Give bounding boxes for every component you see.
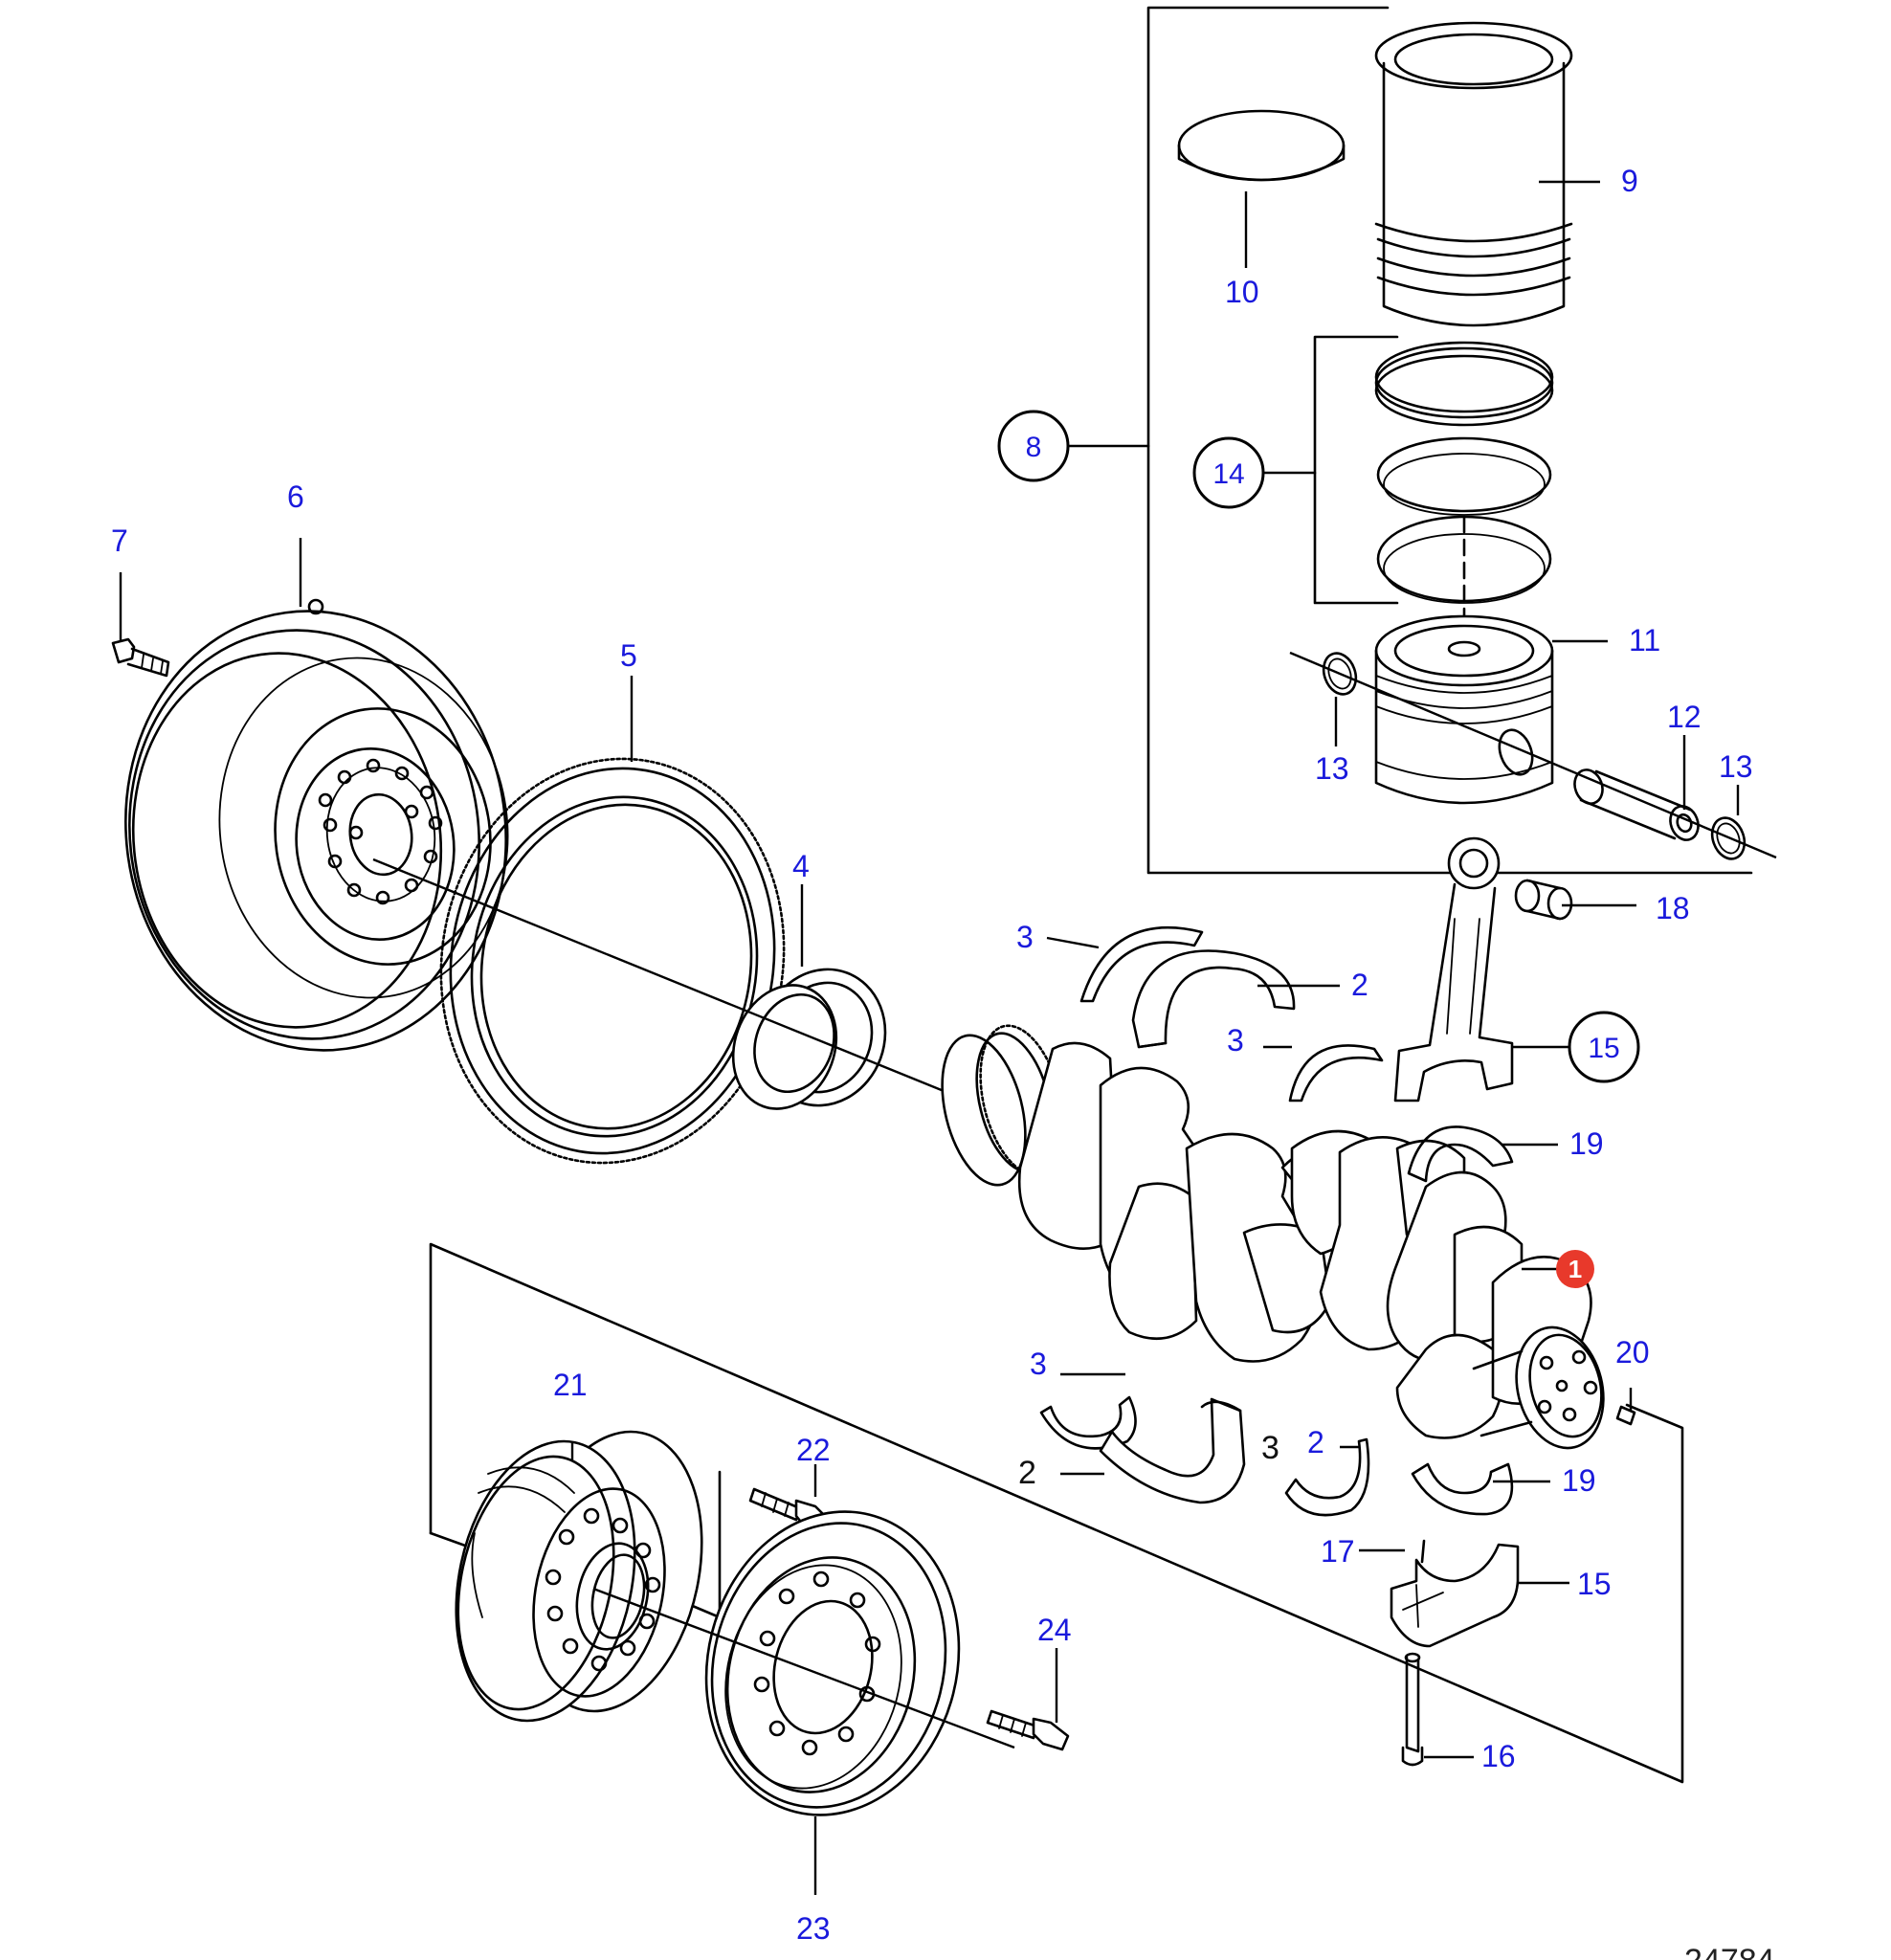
label-22[interactable]: 22 [796,1433,831,1467]
crankshaft[interactable] [928,1017,1615,1458]
label-5[interactable]: 5 [620,638,637,673]
flywheel[interactable] [98,587,534,1076]
main-bearing-cap-dowel[interactable] [1420,1539,1426,1564]
circled-callout-14[interactable]: 14 [1192,436,1265,509]
piston-pin-axis-line [1289,651,1777,859]
label-11[interactable]: 11 [1629,623,1660,657]
label-15-conrod: 15 [1588,1033,1619,1064]
main-bearing-cap[interactable] [1390,1543,1520,1648]
label-2-lower[interactable]: 2 [1018,1455,1036,1491]
label-13-left[interactable]: 13 [1315,751,1349,786]
label-3-upper-left[interactable]: 3 [1016,920,1034,954]
ring-gear[interactable] [410,731,815,1190]
liner-seal-ring[interactable] [1177,109,1346,182]
label-3-lower-right[interactable]: 3 [1261,1430,1279,1466]
connecting-rod-bushing[interactable] [1514,879,1573,921]
thrust-washer-upper-right[interactable] [1288,1044,1384,1102]
piston-pin-circlip-left[interactable] [1318,649,1361,699]
crank-axis-line [372,858,954,1097]
label-23[interactable]: 23 [796,1911,831,1946]
thrust-washer-upper-left[interactable] [1079,925,1204,1003]
label-17[interactable]: 17 [1321,1534,1355,1569]
label-1: 1 [1568,1255,1582,1283]
callout-leaders [119,180,1740,1895]
label-16[interactable]: 16 [1481,1739,1516,1773]
label-19-lower[interactable]: 19 [1562,1463,1596,1498]
label-14: 14 [1212,458,1244,490]
vibration-damper[interactable] [675,1484,990,1841]
label-24[interactable]: 24 [1037,1613,1072,1647]
part-labels: 9 10 11 12 13 13 18 6 7 5 4 3 2 3 19 20 … [111,164,1753,1946]
conrod-bearing-shell-upper[interactable] [1407,1125,1514,1183]
label-2-lower-right[interactable]: 2 [1307,1425,1324,1459]
label-18[interactable]: 18 [1656,891,1690,925]
main-bearing-shell-upper[interactable] [1131,949,1296,1049]
label-15-cap[interactable]: 15 [1577,1567,1612,1601]
label-12[interactable]: 12 [1667,700,1702,734]
label-8: 8 [1026,432,1042,463]
piston-rings[interactable] [1374,341,1554,634]
label-3-lower-left[interactable]: 3 [1030,1347,1047,1381]
crankshaft-pulley[interactable] [432,1415,726,1738]
label-13-right[interactable]: 13 [1719,749,1753,784]
crankshaft-guide-pin[interactable] [1615,1405,1636,1426]
thrust-washer-lower-left[interactable] [1039,1395,1137,1450]
label-20[interactable]: 20 [1615,1335,1650,1370]
assembly-bracket-8 [1065,6,1753,875]
flywheel-bolt[interactable] [111,637,170,678]
thrust-washer-lower-right[interactable] [1284,1437,1370,1517]
cylinder-liner[interactable] [1374,21,1573,327]
figure-number: 24784 [1684,1943,1775,1960]
label-10[interactable]: 10 [1225,275,1259,309]
main-bearing-cap-bolt[interactable] [1401,1652,1424,1767]
label-6[interactable]: 6 [287,479,304,514]
piston-pin-circlip-right[interactable] [1706,813,1749,863]
piston[interactable] [1374,614,1554,805]
label-3-upper-right[interactable]: 3 [1227,1023,1244,1058]
piston-pin[interactable] [1570,766,1703,843]
main-bearing-shell-lower[interactable] [1099,1397,1246,1504]
highlight-marker-1[interactable]: 1 [1556,1250,1594,1288]
damper-bolt[interactable] [986,1709,1070,1751]
circled-callout-15[interactable]: 15 [1568,1011,1640,1083]
damper-axis-line [592,1587,1015,1749]
label-2-upper[interactable]: 2 [1351,968,1368,1002]
label-9[interactable]: 9 [1621,164,1638,198]
connecting-rod[interactable] [1393,836,1514,1102]
label-7[interactable]: 7 [111,523,128,558]
label-21[interactable]: 21 [553,1368,588,1402]
circled-callout-8[interactable]: 8 [997,410,1070,482]
conrod-bearing-shell-lower[interactable] [1411,1462,1514,1516]
label-19-upper[interactable]: 19 [1569,1126,1604,1161]
assembly-bracket-14 [1261,335,1399,605]
label-4[interactable]: 4 [792,849,810,883]
